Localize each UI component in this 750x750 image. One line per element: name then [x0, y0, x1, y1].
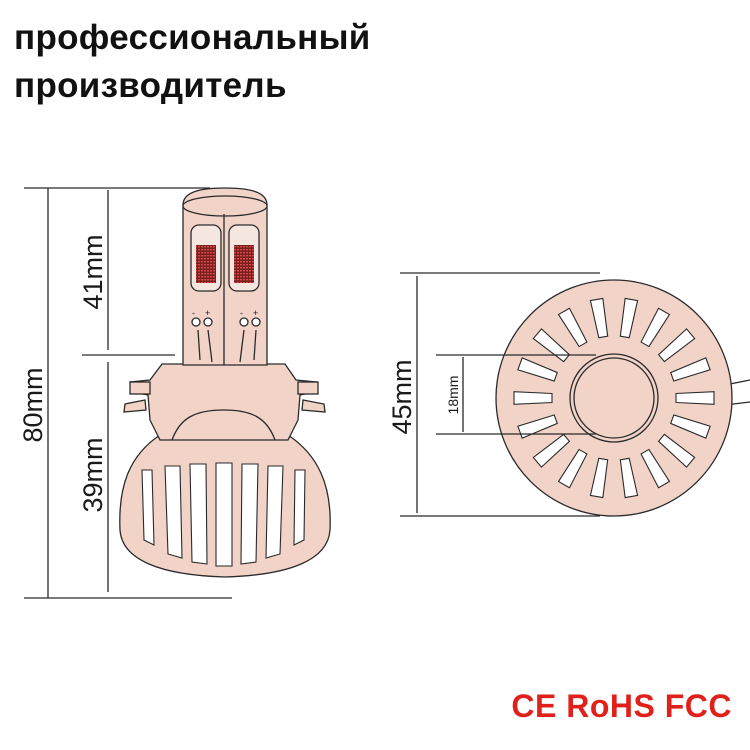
fin-slot	[517, 357, 558, 382]
certification-marks: CE RoHS FCC	[511, 688, 732, 724]
mounting-collar	[129, 363, 317, 441]
fin-slot	[589, 457, 609, 499]
side-dimension-lines	[24, 187, 232, 599]
polarity-left-plus: +	[205, 308, 210, 318]
height-80mm-label: 80mm	[18, 367, 48, 442]
fin-slot	[670, 357, 711, 382]
title-line-1: профессиональный	[14, 18, 371, 57]
side-view-bulb	[119, 187, 331, 578]
radial-fins	[513, 297, 715, 499]
front-view-disc	[495, 279, 750, 517]
diameter-18mm-label: 18mm	[445, 376, 461, 415]
fin-slot	[619, 457, 639, 499]
fin-slot	[557, 448, 588, 489]
fin-slot	[517, 414, 558, 439]
fin-slot	[675, 391, 715, 405]
fin-slot	[657, 433, 696, 468]
fin-slot	[532, 328, 571, 363]
fin-slot	[532, 433, 571, 468]
height-39mm-label: 39mm	[78, 437, 108, 512]
fin-slot	[670, 414, 711, 439]
fin-slot	[557, 307, 588, 348]
fin-slot	[657, 328, 696, 363]
polarity-marks: - + - +	[192, 308, 258, 318]
diameter-45mm-label: 45mm	[387, 359, 417, 434]
polarity-right-minus: -	[240, 308, 243, 318]
front-dimension-lines	[400, 272, 600, 517]
height-41mm-label: 41mm	[78, 234, 108, 309]
polarity-left-minus: -	[192, 308, 195, 318]
fin-slot	[640, 448, 671, 489]
fin-slot	[513, 391, 553, 405]
polarity-right-plus: +	[253, 308, 258, 318]
page-title: профессиональный производитель	[14, 14, 371, 110]
fin-slot	[619, 297, 639, 339]
inner-bore	[569, 353, 659, 443]
fin-slot	[640, 307, 671, 348]
fin-slot	[589, 297, 609, 339]
title-line-2: производитель	[14, 66, 287, 105]
heatsink-fins	[141, 462, 306, 567]
